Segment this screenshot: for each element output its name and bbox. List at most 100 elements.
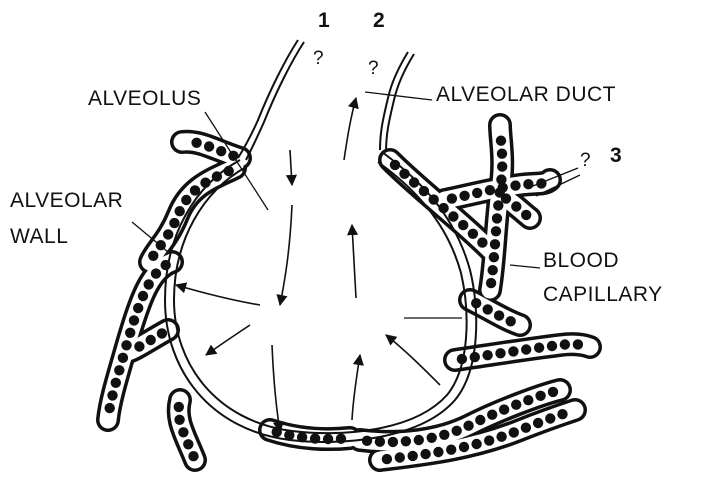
label-number-1: 1 — [318, 10, 330, 32]
blood-cell — [547, 341, 557, 351]
blood-cell — [114, 365, 124, 375]
blood-cell — [105, 403, 115, 413]
blood-cell — [483, 304, 493, 314]
blood-cell — [486, 278, 496, 288]
blood-cell — [452, 426, 462, 436]
blood-cell — [475, 415, 485, 425]
blood-cell — [511, 201, 521, 211]
blood-cell — [573, 339, 583, 349]
blood-cell — [510, 180, 520, 190]
blood-cell — [169, 218, 179, 228]
blood-cell — [534, 343, 544, 353]
blood-cell — [446, 445, 456, 455]
question-mark-2: ? — [368, 58, 379, 80]
blood-cell — [482, 350, 492, 360]
blood-cell — [506, 316, 516, 326]
blood-cell — [148, 251, 158, 261]
blood-cell — [362, 436, 372, 446]
blood-cell — [488, 265, 498, 275]
alveolus-sac-wall — [165, 152, 476, 442]
blood-cell — [459, 442, 469, 452]
label-alveolar-duct: ALVEOLAR DUCT — [436, 84, 616, 106]
blood-cell — [497, 149, 507, 159]
blood-cell — [494, 310, 504, 320]
blood-cell — [523, 395, 533, 405]
blood-cell — [471, 439, 481, 449]
blood-cell — [138, 291, 148, 301]
blood-cell — [388, 437, 398, 447]
blood-cell — [487, 410, 497, 420]
blood-cell — [191, 138, 201, 148]
label-number-3: 3 — [610, 145, 622, 167]
blood-cell — [408, 451, 418, 461]
blood-cell — [535, 391, 545, 401]
label-blood-line2: CAPILLARY — [543, 284, 663, 306]
blood-cell — [521, 210, 531, 220]
blood-cell — [134, 341, 144, 351]
blood-cell — [495, 348, 505, 358]
alveolar-duct-walls — [238, 40, 414, 160]
label-blood-line1: BLOOD — [543, 250, 619, 272]
blood-cell — [508, 346, 518, 356]
question-mark-1: ? — [313, 48, 324, 70]
blood-cell — [439, 430, 449, 440]
blood-cell — [178, 427, 188, 437]
blood-cell — [496, 432, 506, 442]
blood-cell — [498, 182, 508, 192]
blood-cell — [545, 413, 555, 423]
blood-cell — [521, 423, 531, 433]
blood-cell — [118, 353, 128, 363]
blood-cell — [163, 229, 173, 239]
blood-cell — [204, 141, 214, 151]
blood-cell — [489, 252, 499, 262]
question-mark-3: ? — [580, 150, 591, 172]
blood-cell — [427, 433, 437, 443]
blood-cell — [492, 213, 502, 223]
blood-cell — [144, 279, 154, 289]
blood-cell — [477, 237, 487, 247]
blood-cell — [458, 220, 468, 230]
blood-cell — [468, 229, 478, 239]
blood-cell — [414, 435, 424, 445]
blood-cell — [448, 211, 458, 221]
blood-cell — [183, 439, 193, 449]
blood-cell — [175, 206, 185, 216]
blood-cell — [560, 339, 570, 349]
label-number-2: 2 — [373, 10, 385, 32]
blood-cell — [401, 436, 411, 446]
blood-cell — [548, 387, 558, 397]
blood-cell — [509, 427, 519, 437]
blood-cell — [511, 400, 521, 410]
blood-cell — [533, 418, 543, 428]
blood-cell — [174, 402, 184, 412]
blood-cell — [485, 185, 495, 195]
blood-cell — [181, 195, 191, 205]
blood-cell — [463, 421, 473, 431]
blood-cell — [491, 226, 501, 236]
blood-cell — [121, 340, 131, 350]
blood-cell — [107, 390, 117, 400]
label-alveolar-wall-line1: ALVEOLAR — [10, 190, 123, 212]
blood-cell — [146, 335, 156, 345]
blood-cell — [420, 449, 430, 459]
blood-cell — [521, 344, 531, 354]
blood-cell — [174, 415, 184, 425]
blood-cell — [496, 136, 506, 146]
blood-cell — [216, 146, 226, 156]
blood-cell — [433, 447, 443, 457]
blood-cell — [499, 404, 509, 414]
blood-cell — [490, 239, 500, 249]
blood-cell — [133, 303, 143, 313]
label-alveolus: ALVEOLUS — [88, 88, 201, 110]
blood-cell — [111, 378, 121, 388]
blood-cell — [188, 451, 198, 461]
blood-cell — [501, 193, 511, 203]
blood-cell — [557, 409, 567, 419]
blood-cell — [129, 315, 139, 325]
blood-cell — [157, 328, 167, 338]
blood-cell — [484, 435, 494, 445]
blood-cell — [125, 328, 135, 338]
blood-cell — [395, 452, 405, 462]
